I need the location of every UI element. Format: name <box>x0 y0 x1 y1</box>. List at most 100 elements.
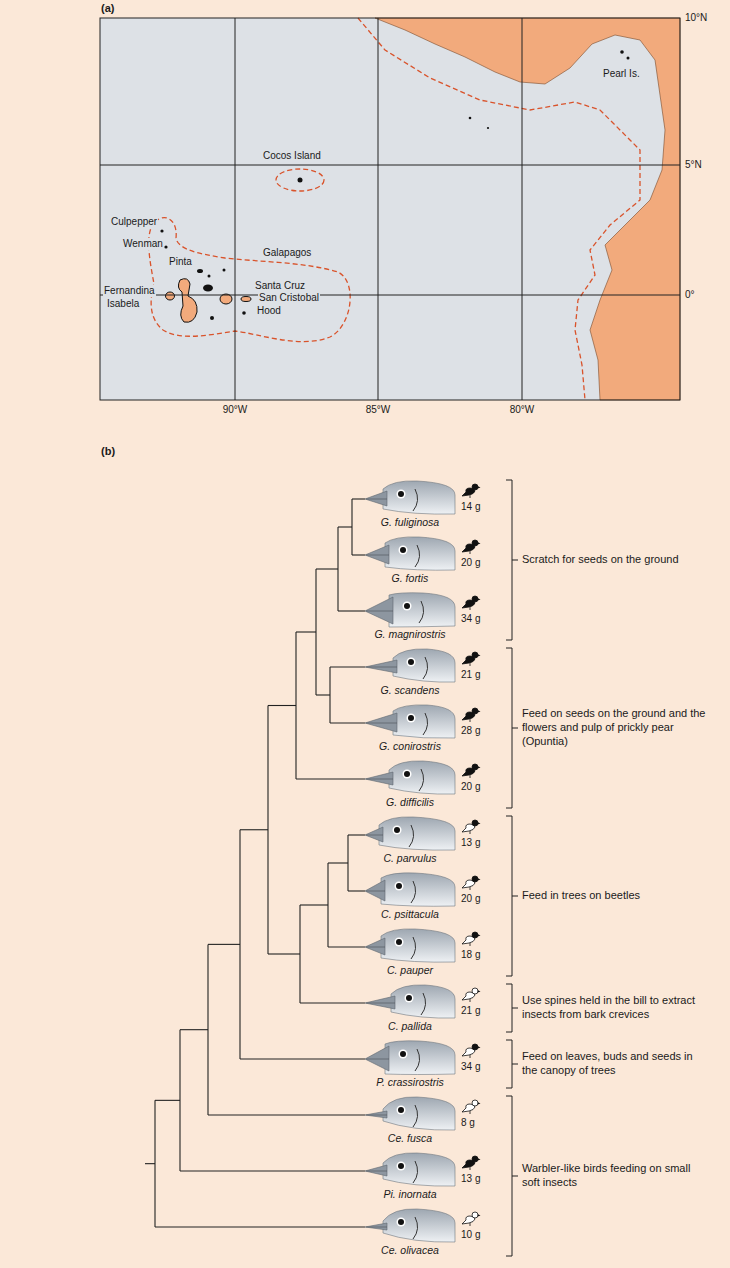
species-name: G. difficilis <box>386 796 434 809</box>
island <box>203 285 213 292</box>
finch-head <box>365 1041 481 1075</box>
head-outline <box>389 593 455 627</box>
branch <box>329 667 330 723</box>
body-mass: 20 g <box>461 893 480 905</box>
branch <box>268 953 300 954</box>
bird-silhouette <box>462 1100 481 1114</box>
branch <box>338 610 365 611</box>
feeding-note: Use spines held in the bill to extract i… <box>522 994 710 1022</box>
eye <box>394 827 400 833</box>
bird-silhouette <box>462 1156 481 1170</box>
beak <box>365 660 397 673</box>
silhouette-leg <box>470 495 471 498</box>
island <box>164 245 167 248</box>
silhouette-head <box>472 1100 478 1106</box>
beak <box>365 772 393 785</box>
body-mass: 34 g <box>461 613 480 625</box>
silhouette-leg <box>470 1111 471 1114</box>
silhouette-beak <box>478 934 481 936</box>
bird-silhouette <box>462 652 481 666</box>
branch <box>180 1029 208 1030</box>
group-bracket <box>506 648 518 808</box>
beak-gape <box>366 1003 395 1004</box>
eye-ring <box>395 882 404 891</box>
silhouette-beak <box>478 654 481 656</box>
body-mass: 21 g <box>461 669 480 681</box>
branch <box>352 498 365 499</box>
species-name: G. scandens <box>381 684 440 697</box>
coordinate-label: 0° <box>684 289 696 301</box>
finch-head <box>365 985 481 1018</box>
finch-head <box>365 649 481 682</box>
silhouette-head <box>472 820 478 826</box>
branch <box>315 569 316 695</box>
island <box>178 279 197 323</box>
body-mass: 34 g <box>461 1061 480 1073</box>
silhouette-leg <box>470 1223 471 1226</box>
place-name: Cocos Island <box>262 150 322 162</box>
island <box>223 269 226 272</box>
body-mass: 21 g <box>461 1005 480 1017</box>
beak-gape <box>366 1059 389 1060</box>
silhouette-head <box>472 932 478 938</box>
jaw-line <box>423 713 428 735</box>
finch-head <box>365 929 481 962</box>
eye-ring <box>397 1106 406 1115</box>
bird-silhouette <box>462 596 481 610</box>
branch <box>296 778 365 779</box>
body-mass: 14 g <box>461 501 480 513</box>
island <box>166 292 175 300</box>
branch <box>348 890 365 891</box>
feeding-note: Feed on seeds on the ground and the flow… <box>522 707 710 748</box>
silhouette-head <box>472 652 478 658</box>
head-outline <box>379 817 455 850</box>
coordinate-label: 85°W <box>365 404 392 416</box>
silhouette-head <box>472 1212 478 1218</box>
eye-ring <box>397 1218 406 1227</box>
species-name: C. pallida <box>388 1020 432 1033</box>
group-bracket <box>506 816 518 976</box>
place-name: Wenman <box>122 238 164 250</box>
body-mass: 20 g <box>461 781 480 793</box>
branch <box>239 830 240 1059</box>
coordinate-label: 80°W <box>509 404 536 416</box>
eye <box>398 491 404 497</box>
silhouette-leg <box>470 607 471 610</box>
species-name: Ce. olivacea <box>381 1244 439 1257</box>
silhouette-leg <box>470 775 471 778</box>
island <box>242 311 246 315</box>
silhouette-beak <box>478 1158 481 1160</box>
eye <box>400 1051 406 1057</box>
depth-contour <box>276 169 324 191</box>
place-name: San Cristobal <box>258 292 320 304</box>
eye-ring <box>403 602 412 611</box>
eye <box>398 1107 404 1113</box>
species-name: P. crassirostris <box>376 1076 444 1089</box>
island <box>210 316 214 320</box>
jaw-line <box>415 1049 420 1071</box>
beak-gape <box>366 611 393 612</box>
beak <box>365 1046 389 1071</box>
beak <box>365 938 385 955</box>
mainland <box>375 18 680 400</box>
silhouette-beak <box>478 486 481 488</box>
branch <box>300 1002 365 1003</box>
eye-ring <box>407 658 416 667</box>
place-name: Isabela <box>106 298 140 310</box>
branch <box>348 834 365 835</box>
beak <box>365 713 397 732</box>
silhouette-leg <box>470 1055 471 1058</box>
island <box>298 178 303 183</box>
head-outline <box>391 985 455 1018</box>
silhouette-leg <box>470 719 471 722</box>
silhouette-beak <box>478 822 481 824</box>
tree-branches <box>145 499 365 1227</box>
silhouette-beak <box>478 1046 481 1048</box>
branch <box>208 1114 365 1115</box>
ocean <box>100 18 680 400</box>
branch <box>327 863 328 947</box>
silhouette-beak <box>478 1214 481 1216</box>
body-mass: 18 g <box>461 949 480 961</box>
